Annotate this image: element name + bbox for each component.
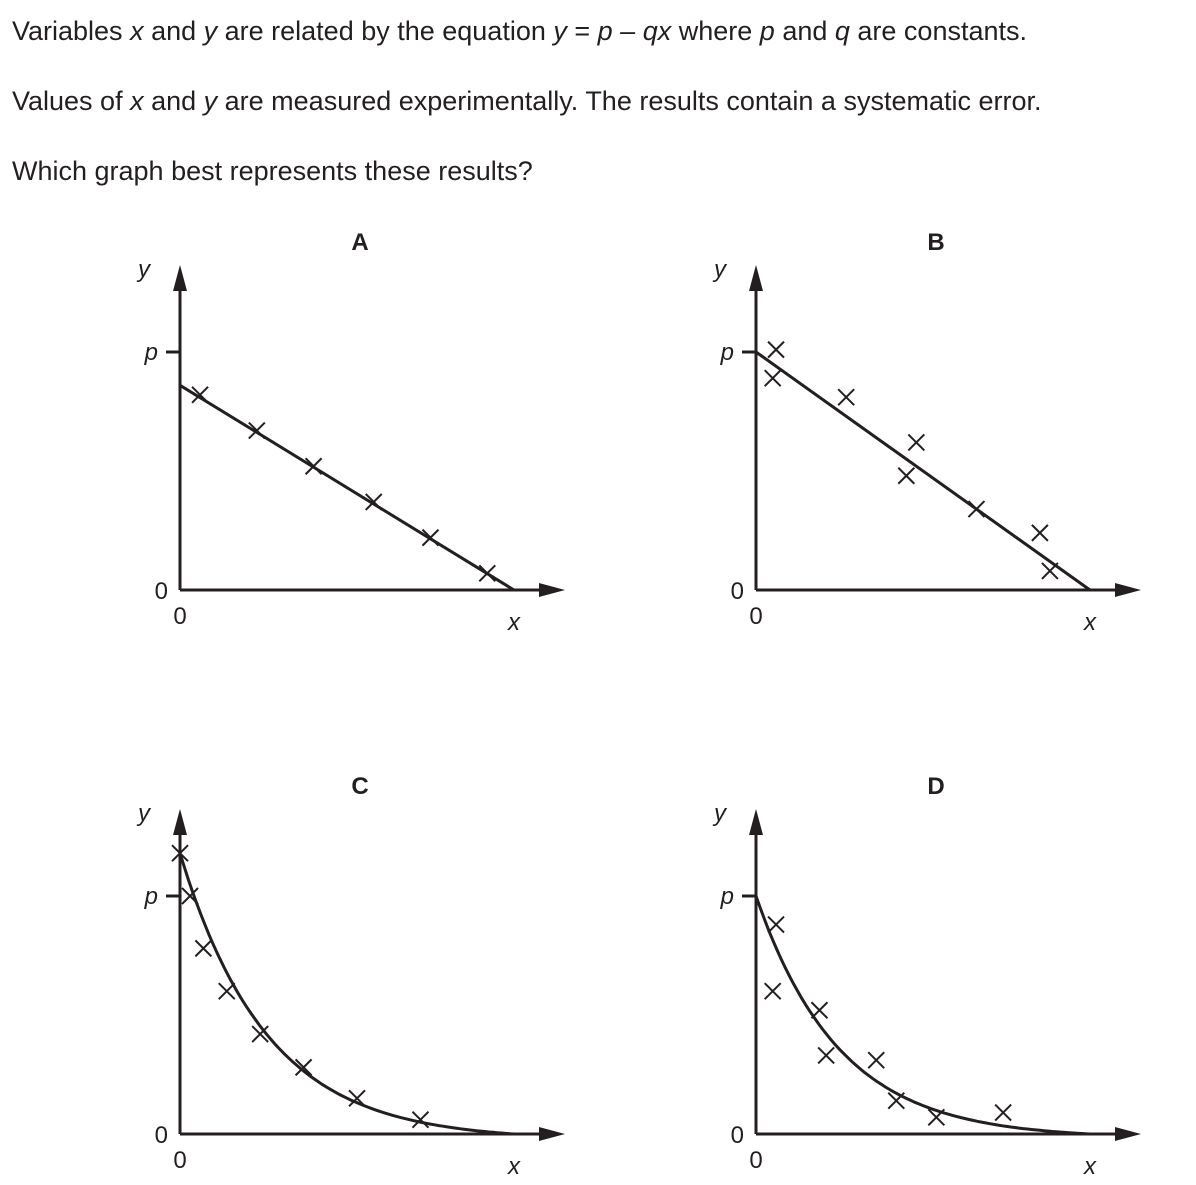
data-point (181, 887, 199, 905)
y-tick-label: 0 (155, 1122, 168, 1149)
fit-curve (754, 895, 1091, 1136)
data-point (248, 421, 266, 440)
fit-curve (178, 852, 515, 1136)
data-point (897, 467, 916, 485)
var-y: y (553, 16, 567, 46)
question-text: – (612, 16, 643, 46)
data-point (763, 369, 782, 387)
x-axis-label: x (1083, 1153, 1097, 1180)
x-axis-label: x (1083, 609, 1097, 636)
y-tick-label: p (720, 883, 734, 910)
graph-b: By x 00 p (712, 229, 1141, 636)
data-point (907, 433, 926, 452)
data-point (817, 1046, 835, 1065)
y-tick-label: 0 (155, 578, 168, 605)
data-point (767, 340, 785, 359)
data-point (867, 1051, 885, 1069)
data-point (837, 388, 855, 406)
fit-line (755, 350, 1091, 592)
x-axis-label: x (507, 609, 521, 636)
data-point (887, 1091, 905, 1110)
y-tick-label: p (144, 883, 158, 910)
question-text: are measured experimentally. The results… (217, 86, 1042, 116)
var-y: y (203, 86, 218, 116)
y-axis-arrow (173, 265, 187, 291)
var-x: x (130, 16, 144, 46)
data-point (1031, 524, 1049, 542)
x-axis-arrow (1115, 583, 1141, 597)
graph-d: Dy x 00 p (712, 773, 1141, 1180)
question-text: where (671, 16, 760, 46)
x-tick-label: 0 (749, 603, 762, 630)
y-axis-label: y (136, 256, 152, 283)
var-x: x (130, 86, 144, 116)
data-point (994, 1103, 1012, 1122)
x-axis-arrow (1115, 1127, 1141, 1141)
question-text: Values of (12, 86, 131, 116)
y-axis-label: y (712, 256, 728, 283)
data-point (967, 500, 986, 518)
x-tick-label: 0 (173, 1147, 186, 1174)
graph-c: Cy x 00 p (136, 773, 565, 1180)
question-text: and (143, 86, 204, 116)
x-tick-label: 0 (749, 1147, 762, 1174)
question-line-3: Which graph best represents these result… (12, 156, 533, 186)
question-line-2: Values of x and y are measured experimen… (12, 84, 1042, 118)
y-tick-label: p (720, 339, 734, 366)
y-tick-label: p (144, 339, 158, 366)
data-point (191, 386, 209, 404)
data-point (421, 528, 440, 547)
question-text: are constants. (849, 16, 1028, 46)
var-y: y (203, 16, 218, 46)
y-axis-label: y (712, 800, 728, 827)
var-p: p (597, 16, 613, 46)
data-point (218, 982, 236, 1000)
question-text: and (143, 16, 204, 46)
data-point (294, 1058, 313, 1077)
x-axis-label: x (507, 1153, 521, 1180)
graph-a: Ay x 00 p (136, 229, 565, 636)
x-axis-arrow (539, 583, 565, 597)
y-axis-arrow (749, 809, 763, 835)
data-point (478, 564, 496, 583)
var-qx: qx (642, 16, 672, 46)
data-point (304, 457, 323, 475)
data-point (810, 1001, 829, 1019)
panel-title: B (927, 229, 944, 256)
data-point (763, 982, 782, 1000)
var-q: q (834, 16, 850, 46)
panel-title: C (351, 773, 368, 800)
question-text: = (566, 16, 598, 46)
data-point (927, 1108, 946, 1127)
data-point (365, 493, 383, 511)
panel-title: A (351, 229, 368, 256)
question-text: Variables (12, 16, 131, 46)
y-axis-arrow (749, 265, 763, 291)
y-tick-label: 0 (731, 1122, 744, 1149)
question-text: are related by the equation (217, 16, 554, 46)
y-tick-label: 0 (731, 578, 744, 605)
data-point (411, 1111, 430, 1129)
question-text: and (774, 16, 835, 46)
data-point (1041, 562, 1059, 580)
y-axis-arrow (173, 809, 187, 835)
data-point (171, 844, 189, 862)
data-point (251, 1025, 269, 1043)
fit-line (179, 384, 515, 592)
panel-title: D (927, 773, 944, 800)
data-point (348, 1089, 366, 1108)
var-p: p (759, 16, 775, 46)
data-point (767, 915, 785, 934)
y-axis-label: y (136, 800, 152, 827)
x-axis-arrow (539, 1127, 565, 1141)
data-point (194, 939, 213, 958)
x-tick-label: 0 (173, 603, 186, 630)
question-line-1: Variables x and y are related by the equ… (12, 14, 1027, 48)
